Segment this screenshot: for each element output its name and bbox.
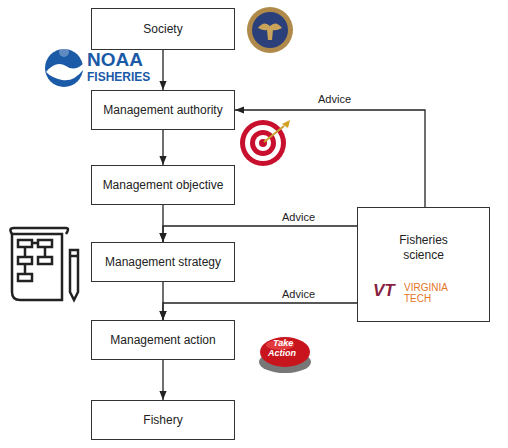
process-box: Management objective xyxy=(91,165,235,205)
noaa-gull xyxy=(59,47,69,57)
flow-arrow xyxy=(163,303,357,320)
seal-rim xyxy=(247,7,293,53)
process-box: Fishery xyxy=(91,400,235,440)
box-label: Management objective xyxy=(99,178,228,193)
logo-text: TECH xyxy=(404,294,431,304)
flow-box xyxy=(38,240,52,247)
flow-arrow xyxy=(235,110,425,207)
noaa-logo-icon xyxy=(45,47,83,87)
process-box: Society xyxy=(91,8,235,50)
connector-line xyxy=(162,360,163,400)
box-label: Fishery xyxy=(139,413,186,428)
edge-label: Advice xyxy=(282,288,315,300)
flow-box xyxy=(18,274,32,281)
logo-text: FISHERIES xyxy=(87,71,150,83)
logo-text: VT xyxy=(373,282,395,299)
congress-seal-icon xyxy=(247,7,293,53)
connector-line xyxy=(162,130,163,165)
button-top xyxy=(260,337,310,367)
target-ring xyxy=(240,120,286,166)
process-box: Management strategy xyxy=(91,242,235,282)
connector-line xyxy=(163,226,357,242)
pencil xyxy=(70,250,78,300)
logo-text: Action xyxy=(268,349,296,358)
flow-box xyxy=(18,240,32,247)
logo-text: NOAA xyxy=(87,50,143,69)
document-outline xyxy=(12,234,62,300)
edge-label: Advice xyxy=(318,93,351,105)
logo-text: Take xyxy=(273,339,293,348)
seal-eagle xyxy=(258,23,282,40)
flowchart-document-icon xyxy=(10,228,78,300)
process-box: Management authority xyxy=(91,90,235,130)
flow-lines xyxy=(25,243,45,274)
process-box: Management action xyxy=(91,320,235,360)
flow-box xyxy=(18,257,32,264)
edge-label: Advice xyxy=(282,211,315,223)
box-label: Fisheries science xyxy=(379,233,469,263)
target-icon xyxy=(240,120,290,166)
noaa-wave xyxy=(46,64,83,80)
target-ring xyxy=(250,130,276,156)
connector-line xyxy=(235,110,425,207)
flow-arrow xyxy=(163,226,357,242)
document-scroll xyxy=(10,228,68,234)
connector-line xyxy=(162,50,163,90)
dart-shaft xyxy=(264,126,284,142)
box-label: Society xyxy=(139,22,186,37)
seal-center xyxy=(252,12,288,48)
flow-arrow xyxy=(163,360,164,400)
box-label: Management strategy xyxy=(101,255,225,270)
target-ring xyxy=(245,125,281,161)
dart-fletch xyxy=(282,120,290,128)
connector-line xyxy=(163,303,357,320)
process-box: Fisheries science xyxy=(357,207,490,322)
box-label: Management action xyxy=(106,333,219,348)
flow-arrow xyxy=(163,130,164,165)
flow-arrow xyxy=(163,50,164,90)
flow-box xyxy=(38,257,52,264)
take-action-button-icon xyxy=(259,337,311,373)
logo-text: VIRGINIA xyxy=(404,283,448,293)
box-label: Management authority xyxy=(99,103,226,118)
